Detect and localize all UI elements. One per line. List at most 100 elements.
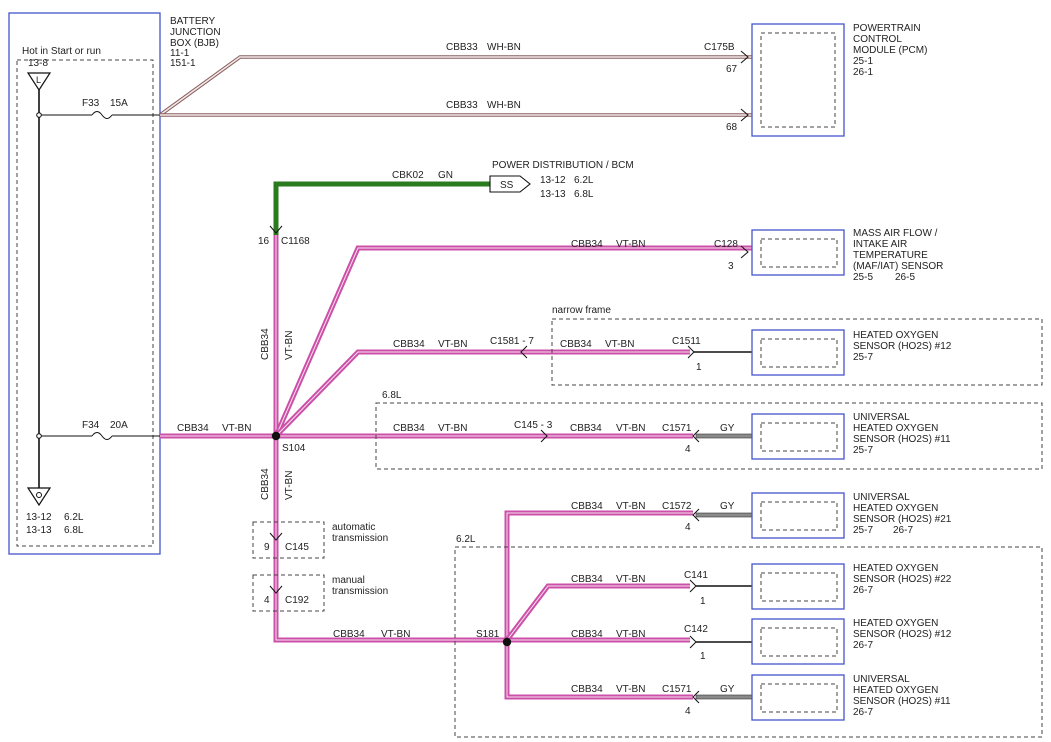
c1168-label: C1168	[281, 236, 310, 247]
s22-pin: 1	[700, 596, 706, 607]
s22-sensor-box	[751, 563, 845, 610]
vt-vert-circuit-1: CBB34	[260, 328, 271, 360]
maf-ref-2: 26-5	[895, 272, 915, 283]
e68-title-2: HEATED OXYGEN	[853, 423, 938, 434]
s12b-color: VT-BN	[616, 629, 645, 640]
maf-title-4: (MAF/IAT) SENSOR	[853, 261, 943, 272]
ground-icon	[26, 487, 52, 507]
e68-circuit-2: CBB34	[570, 423, 602, 434]
e68-color-2: VT-BN	[616, 423, 645, 434]
pd-ref-1: 13-12	[540, 175, 566, 186]
maf-circuit: CBB34	[571, 239, 603, 250]
s181-splice	[502, 637, 512, 647]
wh-wire1-color: WH-BN	[487, 42, 521, 53]
vt-branch-s21-stripe	[506, 512, 693, 640]
nf-pin: 1	[696, 362, 702, 373]
e68-title-3: SENSOR (HO2S) #11	[853, 434, 951, 445]
pd-engine-2: 6.8L	[574, 189, 594, 200]
power-distribution-splice-icon	[489, 175, 531, 193]
gnd-engine-1: 6.2L	[64, 512, 84, 523]
s11b-ref: 26-7	[853, 707, 873, 718]
s21-sensor-box	[751, 492, 845, 539]
vt-vert-color-2: VT-BN	[284, 471, 295, 500]
s21-title-3: SENSOR (HO2S) #21	[853, 514, 952, 525]
s21-connector: C1572	[662, 501, 692, 512]
s21-title-1: UNIVERSAL	[853, 492, 910, 503]
c1168-connector-icon	[269, 225, 283, 234]
manual-trans-label-2: transmission	[332, 586, 388, 597]
bottom-circuit: CBB34	[333, 629, 365, 640]
maf-title-3: TEMPERATURE	[853, 250, 928, 261]
bjb-title-2: JUNCTION	[170, 27, 221, 38]
s12b-connector: C142	[684, 624, 708, 635]
s21-color: VT-BN	[616, 501, 645, 512]
e68-ref: 25-7	[853, 445, 873, 456]
pd-engine-1: 6.2L	[574, 175, 594, 186]
c192-connector-icon	[269, 585, 283, 594]
feed-circuit: CBB34	[177, 423, 209, 434]
fuse-f33-icon	[91, 111, 113, 119]
s21-pin: 4	[685, 522, 691, 533]
manual-trans-label-1: manual	[332, 575, 365, 586]
pcm-title-2: CONTROL	[853, 34, 902, 45]
maf-connector: C128	[714, 239, 738, 250]
s11b-title-1: UNIVERSAL	[853, 674, 910, 685]
e68-pin: 4	[685, 444, 691, 455]
s104-label: S104	[282, 443, 306, 454]
engine-68-region	[375, 402, 1043, 470]
hot-label: Hot in Start or run	[22, 46, 101, 57]
s12b-title-1: HEATED OXYGEN	[853, 618, 938, 629]
e68-inline-connector: C145 - 3	[514, 420, 553, 431]
bjb-inner-dashed	[16, 59, 154, 547]
s21-gy-wire	[695, 512, 753, 518]
nf-connector: C1511	[672, 336, 701, 347]
fuse-f34-icon	[91, 432, 113, 440]
s11b-color: VT-BN	[616, 684, 645, 695]
vt-vert-circuit-2: CBB34	[260, 468, 271, 500]
vt-branch-maf-stripe	[275, 247, 752, 437]
s11b-title-2: HEATED OXYGEN	[853, 685, 938, 696]
s11b-title-3: SENSOR (HO2S) #11	[853, 696, 951, 707]
power-dist-title: POWER DISTRIBUTION / BCM	[492, 160, 634, 171]
nf-circuit-2: CBB34	[560, 339, 592, 350]
vt-main-trunk-stripe	[275, 235, 507, 641]
s11b-connector: C1571	[662, 684, 692, 695]
nf-inline-connector: C1581 - 7	[490, 336, 534, 347]
e68-title-1: UNIVERSAL	[853, 412, 910, 423]
pcm-title-1: POWERTRAIN	[853, 23, 921, 34]
nf-title-2: SENSOR (HO2S) #12	[853, 341, 952, 352]
e68-color-1: VT-BN	[438, 423, 467, 434]
s21-title-2: HEATED OXYGEN	[853, 503, 938, 514]
wh-wire1-circuit: CBB33	[446, 42, 478, 53]
vt-wires	[160, 235, 752, 700]
wh-wire2-color: WH-BN	[487, 100, 521, 111]
s22-connector: C141	[684, 570, 708, 581]
s11b-circuit: CBB34	[571, 684, 603, 695]
sensor-12b-group: CBB34 VT-BN C142 1 HEATED OXYGEN SENSOR …	[571, 618, 952, 665]
hot-ref: 13-8	[28, 58, 48, 69]
narrow-frame-label: narrow frame	[552, 305, 611, 316]
bottom-color: VT-BN	[381, 629, 410, 640]
wh-wire2-circuit: CBB33	[446, 100, 478, 111]
c192-pin: 4	[264, 595, 270, 606]
gnd-ref-1: 13-12	[26, 512, 52, 523]
narrow-frame-region	[551, 318, 1043, 386]
s22-title-2: SENSOR (HO2S) #22	[853, 574, 952, 585]
fuse-f34-label: F34	[82, 420, 100, 431]
s22-title-1: HEATED OXYGEN	[853, 563, 938, 574]
s181-label: S181	[476, 629, 500, 640]
gn-circuit: CBK02	[392, 170, 424, 181]
s21-ref-1: 25-7	[853, 525, 873, 536]
pcm-pin-67: 67	[726, 64, 738, 75]
c192-label: C192	[285, 595, 309, 606]
s12b-ref: 26-7	[853, 640, 873, 651]
engine-62-label: 6.2L	[456, 534, 476, 545]
feed-color: VT-BN	[222, 423, 251, 434]
e68-gy-label: GY	[720, 423, 735, 434]
s11b-gy-wire	[695, 694, 753, 700]
s11b-gy-label: GY	[720, 684, 735, 695]
e68-gy-wire	[695, 433, 753, 439]
bjb-box	[8, 12, 161, 555]
maf-ref-1: 25-5	[853, 272, 873, 283]
sensor-22-group: CBB34 VT-BN C141 1 HEATED OXYGEN SENSOR …	[571, 563, 952, 610]
